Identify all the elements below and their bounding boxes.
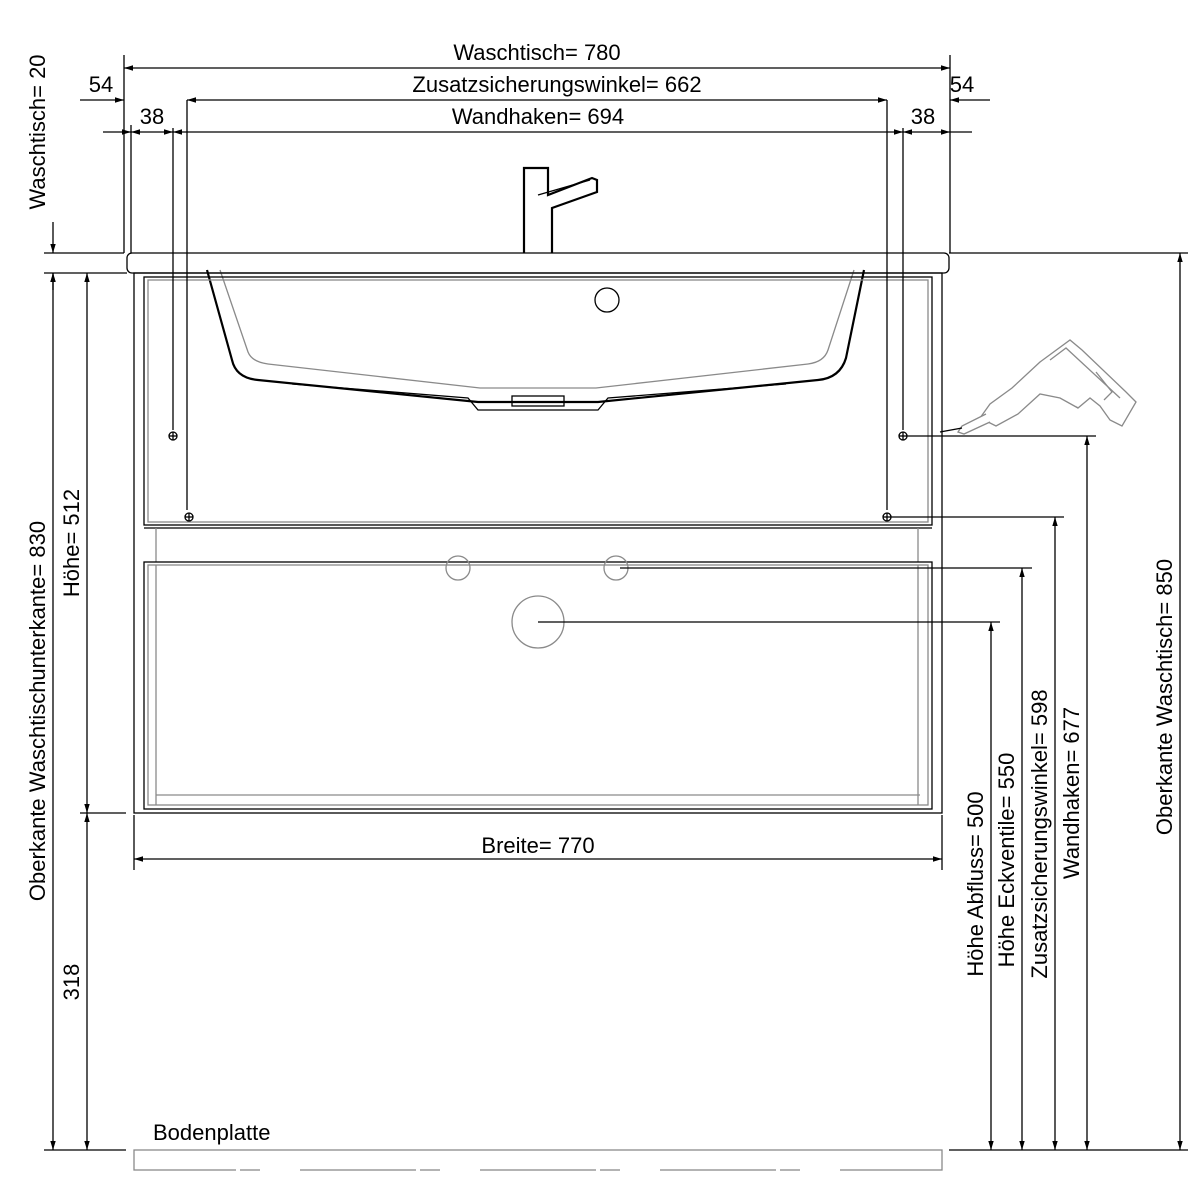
overflow-hole (594, 287, 620, 313)
washbasin-top (126, 252, 950, 274)
dimension-floor-gap: 318 (59, 813, 90, 1150)
dimension-label: 38 (911, 104, 935, 129)
extension-lines-top (123, 55, 951, 253)
dimension-oberkante-unterkante: Oberkante Waschtischunterkante= 830 (25, 273, 56, 1150)
dimension-zusatz-width: Zusatzsicherungswinkel= 662 54 54 (80, 72, 990, 103)
dimension-label: Breite= 770 (481, 833, 594, 858)
dimension-label: Höhe Abfluss= 500 (963, 791, 988, 976)
dimension-wandhaken-width: Wandhaken= 694 38 38 (103, 104, 972, 135)
screw-icon (184, 512, 194, 522)
extension-lines-left (44, 252, 127, 1151)
dimension-label: Oberkante Waschtischunterkante= 830 (25, 521, 50, 901)
dimension-hoehe-eckventile: Höhe Eckventile= 550 (994, 568, 1025, 1150)
dimension-label: Höhe Eckventile= 550 (994, 753, 1019, 968)
extension-lines-right (538, 252, 1188, 1151)
base-plate (133, 1149, 943, 1172)
valve-hole-left (445, 555, 471, 581)
mounting-points (168, 100, 908, 522)
dimension-label: Höhe= 512 (59, 489, 84, 597)
dimension-label: 54 (950, 72, 974, 97)
screw-icon (882, 512, 892, 522)
dimension-label: Waschtisch= 20 (25, 54, 50, 209)
dimension-zusatz-height: Zusatzsicherungswinkel= 598 (1027, 517, 1058, 1150)
screw-icon (898, 431, 908, 441)
dimension-hoehe-abfluss: Höhe Abfluss= 500 (963, 622, 994, 1150)
dimension-waschtisch-width: Waschtisch= 780 (124, 40, 950, 71)
dimension-label: Waschtisch= 780 (453, 40, 620, 65)
basin-bowl (205, 269, 866, 411)
drill-icon (939, 339, 1137, 435)
dimension-label: 318 (59, 964, 84, 1001)
dimension-wandhaken-height: Wandhaken= 677 (1059, 436, 1090, 1150)
dimension-label: Wandhaken= 677 (1059, 707, 1084, 879)
faucet-icon (522, 166, 599, 253)
screw-icon (168, 431, 178, 441)
dimension-label: Wandhaken= 694 (452, 104, 624, 129)
dimension-cabinet-height: Höhe= 512 (59, 273, 90, 813)
dimension-oberkante-waschtisch: Oberkante Waschtisch= 850 (1152, 253, 1183, 1150)
dimension-waschtisch-thickness: Waschtisch= 20 (25, 54, 56, 290)
dimension-label: 38 (140, 104, 164, 129)
cabinet (133, 272, 943, 814)
dimension-label: 54 (89, 72, 113, 97)
dimension-label: Oberkante Waschtisch= 850 (1152, 559, 1177, 835)
dimension-breite: Breite= 770 (133, 815, 943, 870)
dimension-label: Zusatzsicherungswinkel= 662 (412, 72, 701, 97)
dimension-label: Zusatzsicherungswinkel= 598 (1027, 689, 1052, 978)
base-plate-label: Bodenplatte (153, 1120, 270, 1145)
